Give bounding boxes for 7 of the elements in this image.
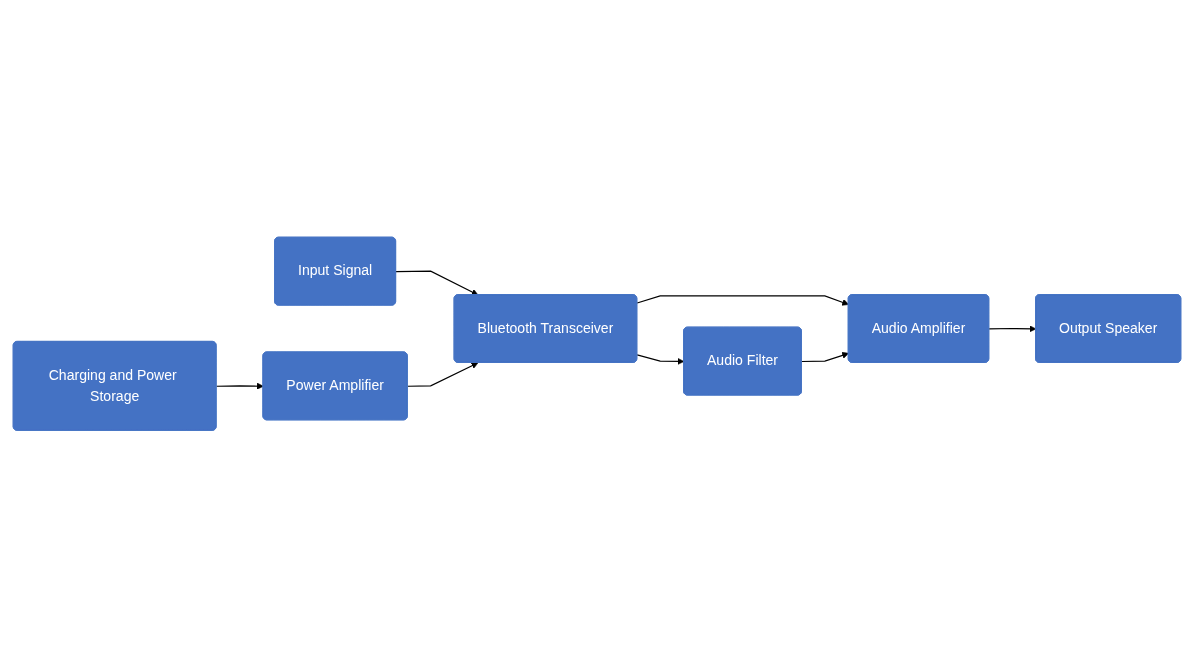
arrow xyxy=(988,325,1037,332)
arrow xyxy=(395,270,479,295)
arrow xyxy=(636,295,849,306)
arrow xyxy=(215,382,264,390)
arrow xyxy=(636,353,685,365)
arrow xyxy=(801,351,849,362)
arrow xyxy=(407,362,479,387)
